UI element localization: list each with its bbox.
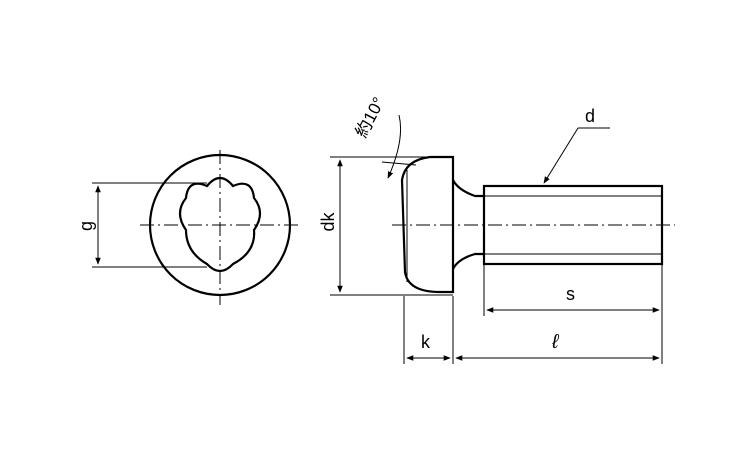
- screw-head-profile: [400, 155, 455, 294]
- k-label: k: [421, 332, 431, 352]
- d-label: d: [585, 106, 595, 126]
- dk-label: dk: [318, 211, 338, 231]
- g-label: g: [76, 221, 96, 231]
- l-label: ℓ: [551, 331, 560, 353]
- angle-ref-line: [381, 161, 417, 166]
- d-callout: d: [543, 106, 610, 184]
- angle-callout: 約10°: [352, 94, 417, 179]
- lower-fillet: [452, 252, 484, 270]
- head-outline-circle: [148, 153, 292, 297]
- head-end-view: g: [76, 150, 300, 305]
- k-l-dimensions: k ℓ: [403, 296, 660, 364]
- upper-fillet: [452, 179, 484, 198]
- screw-side-view: [392, 155, 675, 294]
- d-leader-arrow: [543, 127, 579, 184]
- torx-recess-outline: [178, 176, 262, 273]
- angle-leader: [387, 114, 402, 179]
- dk-dimension: dk: [318, 156, 453, 296]
- s-dimension: s: [483, 264, 663, 364]
- angle-label: 約10°: [352, 94, 389, 141]
- s-label: s: [566, 284, 575, 304]
